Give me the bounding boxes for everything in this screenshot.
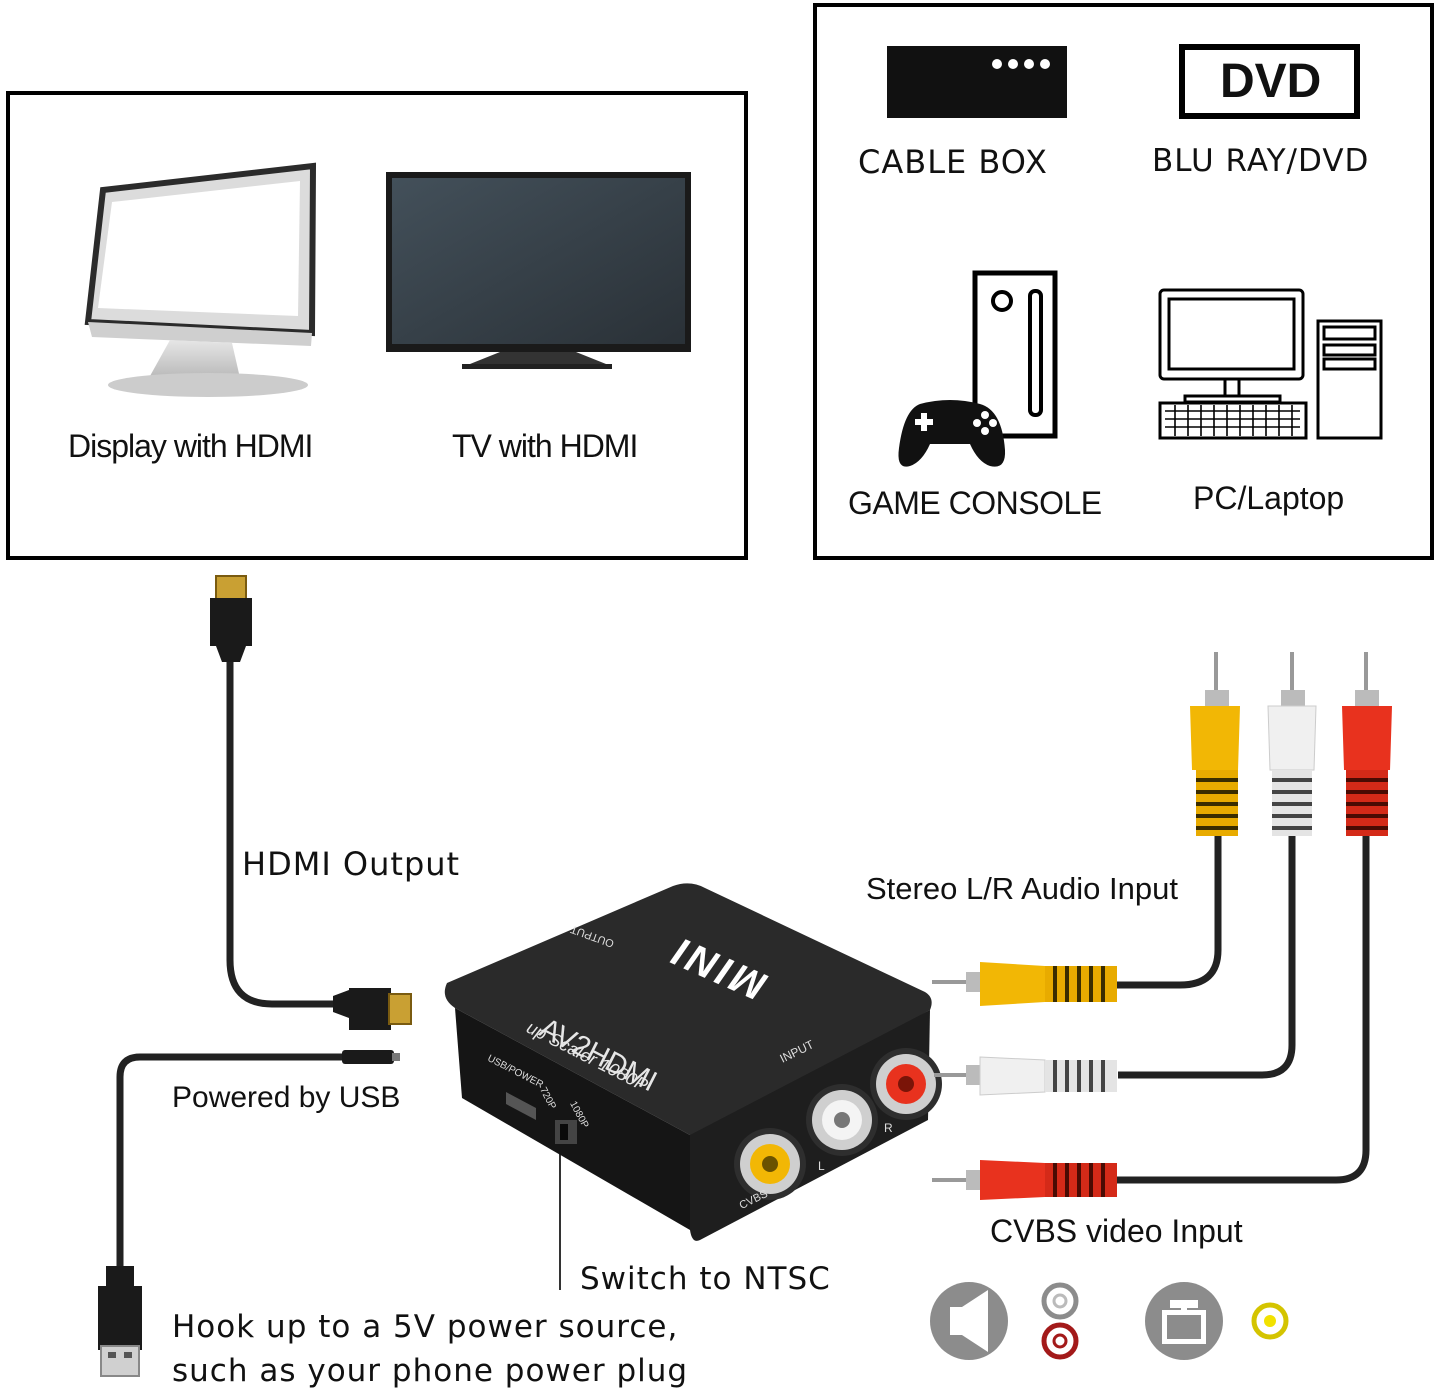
cable-box-label: CABLE BOX: [858, 143, 1048, 181]
dvd-badge-text: DVD: [1220, 55, 1322, 108]
device-jack-r: R: [884, 1121, 893, 1135]
hook-power-line2: such as your phone power plug: [172, 1353, 689, 1389]
tv-label: TV with HDMI: [452, 428, 638, 464]
display-label: Display with HDMI: [68, 428, 313, 464]
switch-ntsc-callout: Switch to NTSC: [580, 1261, 831, 1297]
video-jack-icon: [1251, 1302, 1289, 1340]
device-jack-l: L: [818, 1159, 825, 1173]
powered-usb-callout: Powered by USB: [172, 1081, 401, 1114]
cable-box-icon: [887, 46, 1067, 118]
hdmi-cable: [210, 575, 412, 1030]
bluray-label: BLU RAY/DVD: [1152, 143, 1370, 179]
usb-cable: [98, 1050, 400, 1377]
game-console-label: GAME CONSOLE: [848, 485, 1102, 521]
cvbs-input-callout: CVBS video Input: [990, 1213, 1243, 1249]
hook-power-line1: Hook up to a 5V power source,: [172, 1309, 679, 1345]
rca-cables: [932, 652, 1392, 1200]
game-console-icon: [898, 270, 1058, 467]
dvd-player-icon: [1179, 44, 1360, 119]
hdmi-output-callout: HDMI Output: [242, 845, 461, 883]
pc-laptop-label: PC/Laptop: [1193, 480, 1345, 516]
speaker-icon: [930, 1282, 1008, 1360]
pc-icon: [1158, 288, 1383, 440]
stereo-input-callout: Stereo L/R Audio Input: [866, 871, 1178, 906]
converter-box: [444, 883, 942, 1241]
monitor-icon: [84, 162, 317, 397]
audio-jacks-icon: [1041, 1282, 1079, 1360]
tv-icon: [386, 172, 691, 369]
video-screen-icon: [1145, 1282, 1223, 1360]
